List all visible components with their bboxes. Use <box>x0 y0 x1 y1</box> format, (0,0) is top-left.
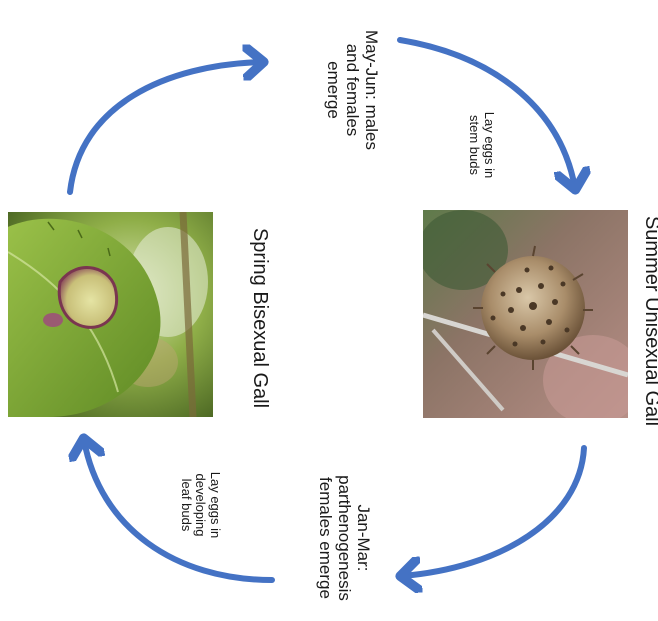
spring-gall-label: Spring Bisexual Gall <box>249 227 271 409</box>
leaf-gall-photo-icon <box>8 212 213 417</box>
spiky-gall-photo-icon <box>423 210 628 418</box>
spring-gall-photo <box>8 212 213 417</box>
arrow-summer-to-janmar <box>402 445 587 576</box>
arrow-spring-to-mayjun <box>67 62 262 195</box>
may-jun-emerge-label: May-Jun: males and females emerge <box>323 30 381 150</box>
arrow-janmar-to-spring <box>84 440 275 583</box>
arrow-mayjun-to-summer <box>397 37 575 188</box>
stem-buds-label: Lay eggs in stem buds <box>467 111 497 179</box>
jan-mar-emerge-label: Jan-Mar: parthenogenesis females emerge <box>315 475 373 601</box>
leaf-buds-label: Lay eggs in developing leaf buds <box>178 471 223 539</box>
summer-gall-label: Summer Unisexual Gall <box>641 215 658 427</box>
summer-gall-photo <box>423 210 628 418</box>
